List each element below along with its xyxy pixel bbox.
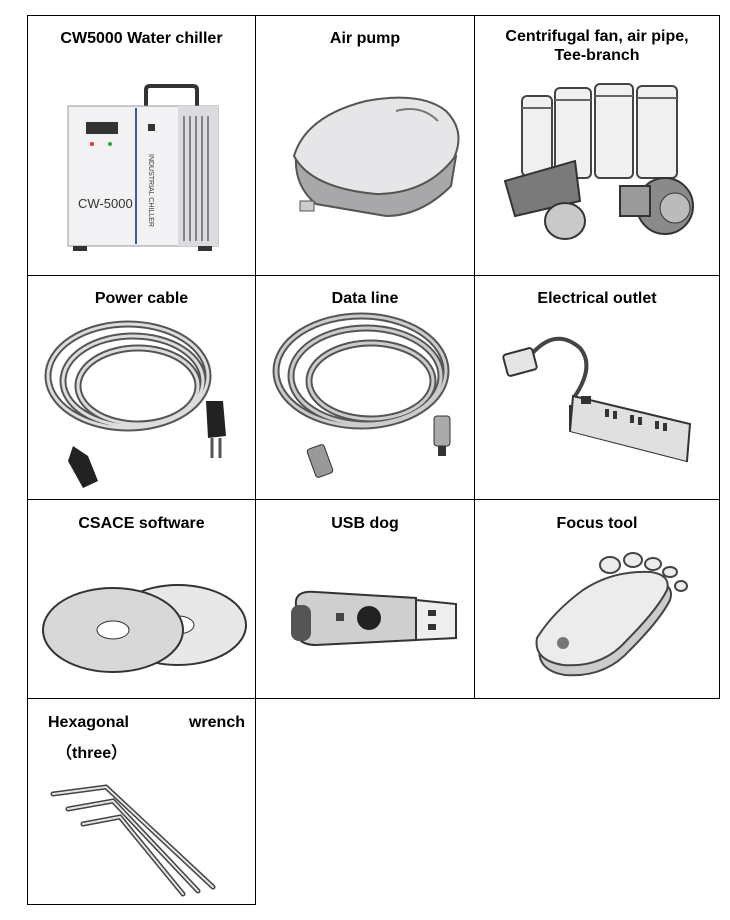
item-label: CW5000 Water chiller: [60, 30, 223, 47]
focus-tool-foot-icon: [535, 552, 688, 677]
item-data-line: Data line: [255, 275, 475, 500]
item-water-chiller: CW5000 Water chiller CW-5000 INDUSTRIAL …: [27, 15, 256, 276]
item-usb-dog: USB dog: [255, 499, 475, 699]
cd-discs-icon: [42, 584, 247, 673]
item-label: USB dog: [331, 515, 399, 532]
item-hex-wrench: Hexagonal wrench （three）: [27, 698, 256, 905]
item-label: Data line: [331, 290, 399, 307]
item-label: Centrifugal fan, air pipe, Tee-branch: [505, 28, 689, 64]
item-label: Hexagonal wrench: [48, 714, 245, 731]
power-cable-icon: [44, 320, 226, 488]
hex-wrenches-icon: [50, 784, 216, 897]
item-label: Air pump: [329, 30, 401, 47]
data-cable-icon: [272, 312, 451, 478]
water-chiller-icon: CW-5000 INDUSTRIAL CHILLER: [67, 84, 219, 251]
fan-and-pipes-icon: [503, 83, 694, 240]
usb-dongle-icon: [291, 590, 457, 647]
item-focus-tool: Focus tool: [474, 499, 720, 699]
item-power-cable: Power cable: [27, 275, 256, 500]
item-electrical-outlet: Electrical outlet: [474, 275, 720, 500]
chiller-side-text: INDUSTRIAL CHILLER: [147, 154, 154, 227]
item-sublabel: （three）: [56, 745, 128, 762]
item-air-pump: Air pump: [255, 15, 475, 276]
chiller-model-text: CW-5000: [78, 196, 133, 211]
item-fan-pipes: Centrifugal fan, air pipe, Tee-branch: [474, 15, 720, 276]
item-label: Power cable: [94, 290, 189, 307]
item-software: CSACE software: [27, 499, 256, 699]
item-label: Focus tool: [556, 515, 638, 532]
air-pump-icon: [292, 96, 460, 218]
item-label: CSACE software: [78, 515, 205, 532]
item-label: Electrical outlet: [537, 290, 657, 307]
power-strip-icon: [502, 336, 692, 463]
